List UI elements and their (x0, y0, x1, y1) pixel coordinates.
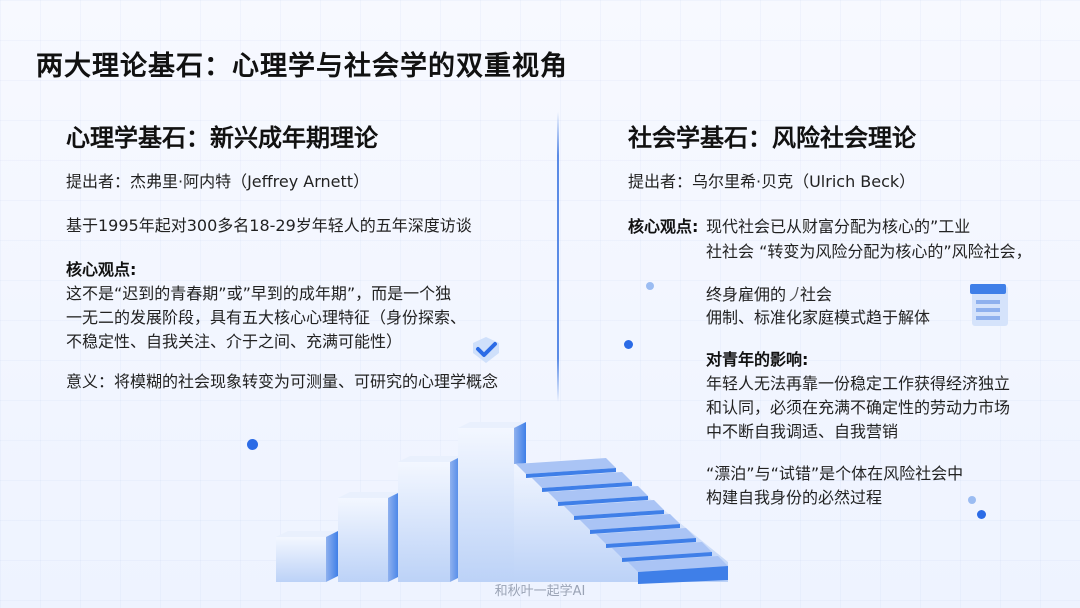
decor-dot (247, 439, 258, 450)
left-heading: 心理学基石：新兴成年期理论 (66, 124, 378, 152)
strike-mark-icon: 丿 (786, 285, 803, 304)
slide-title: 两大理论基石：心理学与社会学的双重视角 (36, 51, 568, 82)
decor-dot (977, 510, 986, 519)
decor-dot (968, 496, 976, 504)
right-impact-line-1: 年轻人无法再靠一份稳定工作获得经济独立 (706, 374, 1011, 393)
right-proposer: 提出者：乌尔里希·贝克（Ulrich Beck） (628, 172, 916, 191)
right-impact-line-3: 中不断自我调适、自我营销 (706, 422, 899, 441)
right-change-line-1: 终身雇佣的丿社会 (706, 283, 832, 307)
left-proposer: 提出者：杰弗里·阿内特（Jeffrey Arnett） (66, 172, 370, 191)
decor-dot (624, 340, 633, 349)
left-significance: 意义：将模糊的社会现象转变为可测量、可研究的心理学概念 (66, 372, 499, 391)
left-core-line-3: 不稳定性、自我关注、介于之间、充满可能性） (66, 332, 403, 351)
right-impact-line-2: 和认同，必须在充满不确定性的劳动力市场 (706, 398, 1011, 417)
right-heading: 社会学基石：风险社会理论 (628, 124, 916, 152)
right-core-label: 核心观点: (628, 217, 699, 236)
right-impact-label: 对青年的影响: (706, 350, 809, 369)
check-badge-icon (473, 337, 499, 363)
server-box-icon (970, 284, 1008, 326)
right-closing-line-1: “漂泊”与“试错”是个体在风险社会中 (706, 464, 964, 483)
right-core-line-1: 现代社会已从财富分配为核心的”工业 (706, 217, 971, 236)
right-core-line-2: 社社会 “转变为风险分配为核心的”风险社会， (706, 242, 1032, 261)
column-divider (557, 112, 559, 402)
watermark: 和秋叶一起学AI (494, 584, 586, 599)
left-core-line-1: 这不是“迟到的青春期”或”早到的成年期”，而是一个独 (66, 284, 452, 303)
left-basis: 基于1995年起对300多名18-29岁年轻人的五年深度访谈 (66, 216, 472, 235)
left-core-line-2: 一无二的发展阶段，具有五大核心心理特征（身份探索、 (66, 308, 467, 327)
right-change-part-a: 终身雇佣的 (706, 285, 787, 304)
right-change-line-2: 佣制、标准化家庭模式趋于解体 (706, 308, 931, 327)
staircase-illustration (276, 422, 728, 584)
right-closing-line-2: 构建自我身份的必然过程 (706, 488, 883, 507)
left-core-label: 核心观点: (66, 260, 137, 279)
right-change-part-b: 社会 (800, 285, 833, 304)
decor-dot (646, 282, 654, 290)
